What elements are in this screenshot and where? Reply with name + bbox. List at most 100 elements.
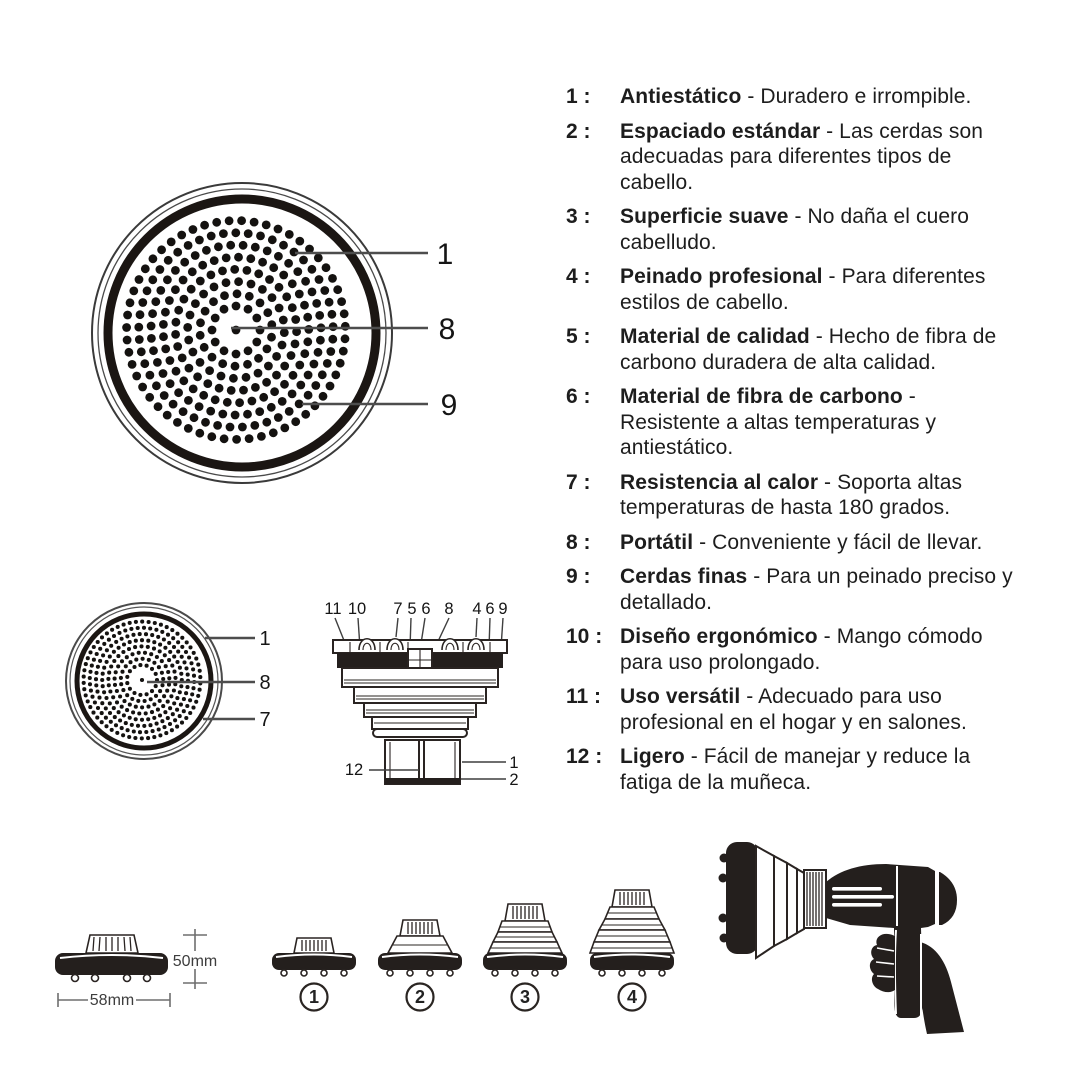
feature-item: 5 :Material de calidad - Hecho de fibra … <box>566 324 1018 375</box>
side-callout-2: 2 <box>509 771 518 789</box>
feature-description: - Para diferentes estilos de cabello. <box>620 265 986 314</box>
stage-number: 2 <box>415 987 425 1007</box>
side-callout-6a: 6 <box>421 600 430 618</box>
dryer-body <box>826 864 957 1018</box>
feature-text: Resistencia al calor - Soporta altas tem… <box>620 470 1018 521</box>
stage-3: 3 <box>483 903 567 1012</box>
feature-number: 8 : <box>566 530 591 554</box>
feature-item: 3 : Superficie suave - No daña el cuero c… <box>566 204 1018 255</box>
diffuser-top-view-large: 1 8 9 <box>91 182 458 484</box>
feature-number: 3 : <box>566 205 591 228</box>
outer-ring-2 <box>97 188 387 478</box>
expansion-stages: 1 2 <box>272 889 676 1012</box>
feature-title: Superficie suave <box>620 205 789 228</box>
feature-title: Portátil <box>620 530 694 554</box>
side-callout-7: 7 <box>393 600 402 618</box>
feature-item: 12 : Ligero - Fácil de manejar y reduce l… <box>566 744 1018 795</box>
stage-1: 1 <box>272 937 356 1012</box>
feature-item: 10 : Diseño ergonómico - Mango cómodo par… <box>566 624 1018 675</box>
feature-number: 6 : <box>566 385 591 408</box>
bristle-loops <box>349 637 491 652</box>
feature-text: Superficie suave - No daña el cuero cabe… <box>620 204 1018 255</box>
feature-item: 7 : Resistencia al calor - Soporta altas … <box>566 470 1018 521</box>
feature-title: Uso versátil <box>620 685 741 708</box>
feature-item: 1 : Antiestático - Duradero e irrompible. <box>566 84 1018 110</box>
feature-title: Peinado profesional <box>620 265 823 288</box>
feature-text: Material de fibra de carbono - Resistent… <box>620 384 1018 461</box>
accordion-folds <box>341 667 499 738</box>
feature-item: 4 : Peinado profesional - Para diferentes… <box>566 264 1018 315</box>
stage-number: 1 <box>309 987 319 1007</box>
feature-number: 2 : <box>566 119 591 143</box>
height-label: 50mm <box>173 953 217 970</box>
hand <box>869 933 964 1034</box>
diffuser-feet <box>70 973 152 983</box>
bristle-dots <box>81 619 203 741</box>
feature-item: 11 : Uso versátil - Adecuado para uso pro… <box>566 684 1018 735</box>
side-callout-10: 10 <box>348 600 366 618</box>
feature-description: - Para un peinado preciso y detallado. <box>620 565 1013 614</box>
feature-title: Ligero <box>620 745 685 768</box>
callout-label-7: 7 <box>259 709 270 731</box>
feature-list: 1 : Antiestático - Duradero e irrompible.… <box>566 84 1018 795</box>
feature-description: - Conveniente y fácil de llevar. <box>693 530 983 554</box>
diffuser-attachment <box>718 842 827 960</box>
feature-text: Peinado profesional - Para diferentes es… <box>620 264 1018 315</box>
feature-text: Ligero - Fácil de manejar y reduce la fa… <box>620 744 1018 795</box>
side-callout-5: 5 <box>407 600 416 618</box>
feature-description: - Las cerdas son adecuadas para diferent… <box>620 119 983 194</box>
feature-title: Espaciado estándar <box>620 119 821 143</box>
feature-title: Material de fibra de carbono <box>620 385 903 408</box>
stage-number-circle <box>617 982 647 1012</box>
feature-text: Material de calidad - Hecho de fibra de … <box>620 324 1018 375</box>
feature-description: - No daña el cuero cabelludo. <box>620 205 970 254</box>
feature-description: - Fácil de manejar y reduce la fatiga de… <box>620 745 971 794</box>
outer-ring <box>91 182 393 484</box>
feature-description: - Mango cómodo para uso prolongado. <box>620 625 983 674</box>
connector <box>384 739 461 785</box>
feature-text: Diseño ergonómico - Mango cómodo para us… <box>620 624 1018 675</box>
feature-number: 10 : <box>566 625 603 648</box>
stage-number-circle <box>299 982 329 1012</box>
width-dimension: 58mm <box>57 990 171 1009</box>
feature-description: - Adecuado para uso profesional en el ho… <box>620 685 967 734</box>
feature-number: 1 : <box>566 85 591 108</box>
side-callout-11: 11 <box>324 600 341 618</box>
feature-title: Antiestático <box>620 85 742 108</box>
stage-4: 4 <box>588 889 676 1012</box>
callout-label-8: 8 <box>439 313 456 346</box>
feature-number: 12 : <box>566 745 603 768</box>
side-view-body <box>332 637 508 785</box>
side-callout-8: 8 <box>444 600 453 618</box>
feature-title: Resistencia al calor <box>620 470 819 494</box>
feature-description: - Soporta altas temperaturas de hasta 18… <box>620 470 963 520</box>
feature-description: - Duradero e irrompible. <box>741 85 972 108</box>
feature-description: - Hecho de fibra de carbono duradera de … <box>620 325 997 374</box>
callout-label-8: 8 <box>259 672 270 694</box>
feature-item: 6 : Material de fibra de carbono - Resist… <box>566 384 1018 461</box>
feature-title: Cerdas finas <box>620 565 748 588</box>
stage-number: 3 <box>520 987 530 1007</box>
stage-number-circle <box>405 982 435 1012</box>
width-label: 58mm <box>90 992 134 1009</box>
diffuser-top-view-small: 1 8 7 <box>65 602 271 760</box>
feature-number: 4 : <box>566 265 591 288</box>
callout-label-9: 9 <box>441 389 458 422</box>
feature-text: Antiestático - Duradero e irrompible. <box>620 84 971 110</box>
feature-item: 8 : Portátil - Conveniente y fácil de lle… <box>566 530 1018 556</box>
side-callout-9: 9 <box>498 600 507 618</box>
stage-number: 4 <box>627 987 637 1007</box>
hair-dryer-illustration <box>718 842 964 1034</box>
side-callout-4: 4 <box>472 600 481 618</box>
stage-number-circle <box>510 982 540 1012</box>
side-callout-12: 12 <box>345 761 363 779</box>
height-dimension: 50mm <box>172 929 219 989</box>
feature-description: - Resistente a altas temperaturas y anti… <box>620 385 937 459</box>
collapsed-diffuser <box>55 934 168 983</box>
stage-2: 2 <box>378 919 462 1012</box>
feature-text: Cerdas finas - Para un peinado preciso y… <box>620 564 1018 615</box>
feature-number: 7 : <box>566 470 591 494</box>
feature-title: Material de calidad <box>620 325 810 348</box>
feature-number: 11 : <box>566 685 602 708</box>
feature-item: 9 :Cerdas finas - Para un peinado precis… <box>566 564 1018 615</box>
